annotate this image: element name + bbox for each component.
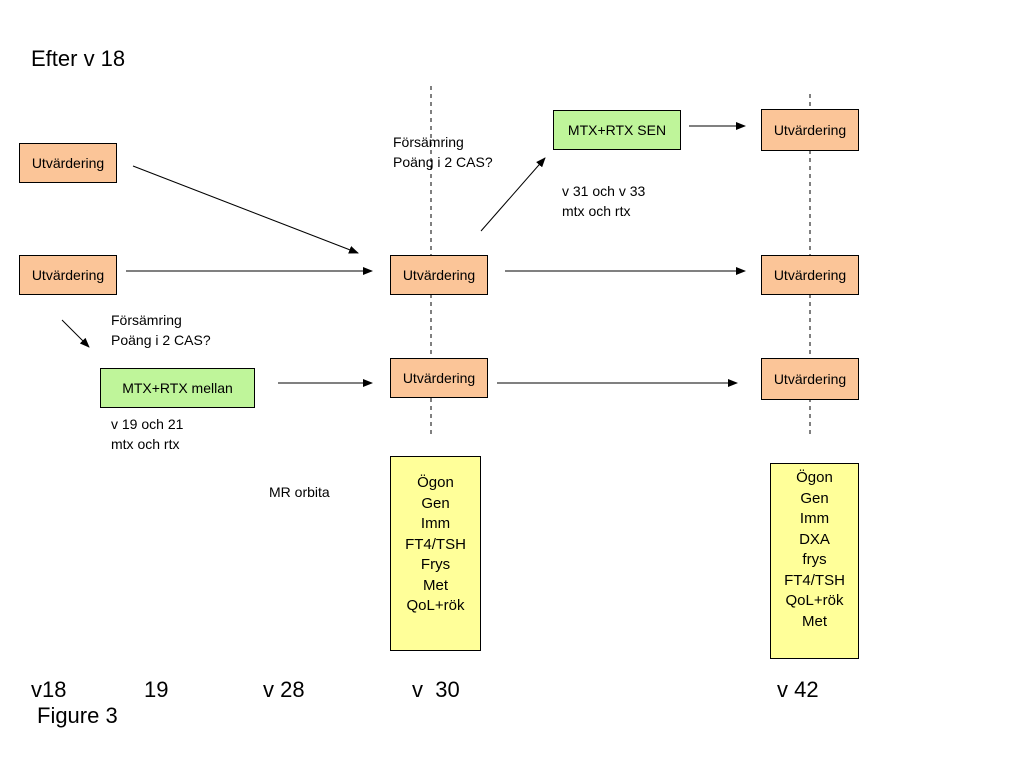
checklist-item: Gen (421, 494, 450, 512)
checklist-item: Ögon (417, 474, 454, 491)
checklist-item: Imm (799, 510, 830, 527)
checklist-v42: Ögon Gen Imm DXA frys FT4/TSH QoL+rök Me… (770, 463, 859, 659)
weeks-line: v 19 och 21 (111, 416, 184, 432)
utvardering-box-v42-mid: Utvärdering (761, 255, 859, 295)
arrow-v30-to-sen (480, 157, 546, 232)
checklist-item: frys (802, 551, 827, 568)
cas-question-line: Poäng i 2 CAS? (111, 332, 211, 348)
checklist-item: Frys (420, 556, 451, 573)
utvardering-box-v42-top: Utvärdering (761, 109, 859, 151)
arrow-topleft-to-v30 (132, 165, 359, 254)
cas-question-line: Poäng i 2 CAS? (393, 154, 493, 170)
utvardering-box-mid-left: Utvärdering (19, 255, 117, 295)
page-title: Efter v 18 (31, 46, 126, 71)
treatment-line: mtx och rtx (562, 203, 631, 219)
timeline-label-v30: v 30 (412, 677, 460, 702)
figure-caption: Figure 3 (37, 703, 118, 728)
utvardering-box-top-left: Utvärdering (19, 143, 117, 183)
utvardering-box-v42-low: Utvärdering (761, 358, 859, 400)
timeline-label-19: 19 (144, 677, 169, 702)
timeline-label-v42: v 42 (777, 677, 819, 702)
mr-orbita-label: MR orbita (269, 484, 330, 500)
mtx-rtx-mellan-box: MTX+RTX mellan (100, 368, 255, 408)
checklist-item: QoL+rök (785, 592, 844, 609)
forsamring-note-lower: Försämring Poäng i 2 CAS? (111, 310, 211, 350)
mtx-rtx-sen-box: MTX+RTX SEN (553, 110, 681, 150)
weeks-line: v 31 och v 33 (562, 183, 646, 199)
checklist-item: FT4/TSH (405, 535, 466, 553)
checklist-item: Met (422, 576, 448, 594)
forsamring-note-upper: Försämring Poäng i 2 CAS? (393, 132, 493, 172)
arrow-midleft-down (61, 319, 90, 348)
checklist-item: DXA (799, 530, 830, 548)
checklist-item: QoL+rök (406, 597, 465, 614)
checklist-item: Gen (800, 489, 829, 507)
mellan-weeks-note: v 19 och 21 mtx och rtx (111, 414, 183, 454)
checklist-item: FT4/TSH (784, 571, 845, 589)
checklist-v30: Ögon Gen Imm FT4/TSH Frys Met QoL+rök (390, 456, 481, 651)
forsamring-line: Försämring (393, 134, 464, 150)
forsamring-line: Försämring (111, 312, 182, 328)
sen-weeks-note: v 31 och v 33 mtx och rtx (562, 181, 645, 221)
checklist-item: Imm (420, 515, 451, 532)
checklist-item: Ögon (796, 469, 833, 486)
timeline-label-v28: v 28 (263, 677, 305, 702)
timeline-label-v18: v18 (31, 677, 67, 702)
treatment-line: mtx och rtx (111, 436, 180, 452)
checklist-item: Met (801, 612, 827, 630)
utvardering-box-v30-low: Utvärdering (390, 358, 488, 398)
utvardering-box-v30-mid: Utvärdering (390, 255, 488, 295)
